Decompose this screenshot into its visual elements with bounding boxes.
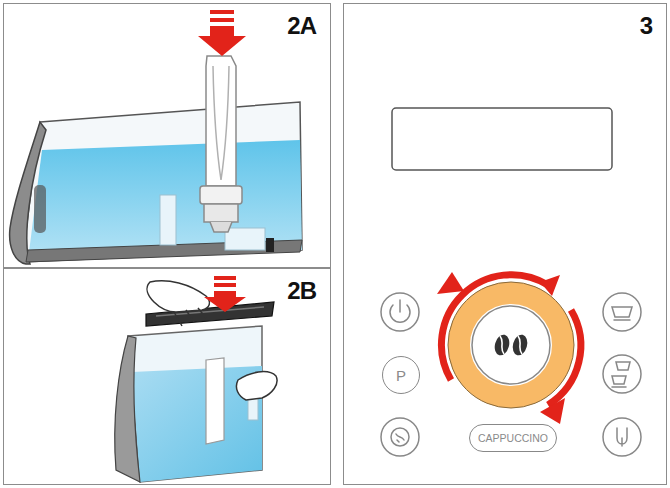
selector-ring xyxy=(448,282,574,408)
step-panel: 3P CAPPUCCINO xyxy=(343,3,667,485)
display xyxy=(392,108,612,170)
button-label: CAPPUCCINO xyxy=(478,433,548,444)
step-number: 2B xyxy=(287,279,316,303)
step-panel: 2A xyxy=(3,3,331,268)
arrow-head xyxy=(540,275,565,424)
water-tank xyxy=(115,326,262,482)
hand xyxy=(147,281,277,400)
cappuccino-button: CAPPUCCINO xyxy=(469,424,557,452)
button-label: P xyxy=(396,368,406,383)
step-number: 3 xyxy=(640,14,652,38)
water-tank xyxy=(10,102,302,264)
program-button: P xyxy=(382,356,420,394)
water-filter xyxy=(200,56,242,232)
push-arrow xyxy=(198,10,246,56)
step-panel: 2B xyxy=(3,268,331,485)
step-number: 2A xyxy=(287,14,316,38)
push-arrow xyxy=(204,276,246,312)
panel-button xyxy=(381,293,641,456)
rotate-arrow xyxy=(437,272,581,405)
